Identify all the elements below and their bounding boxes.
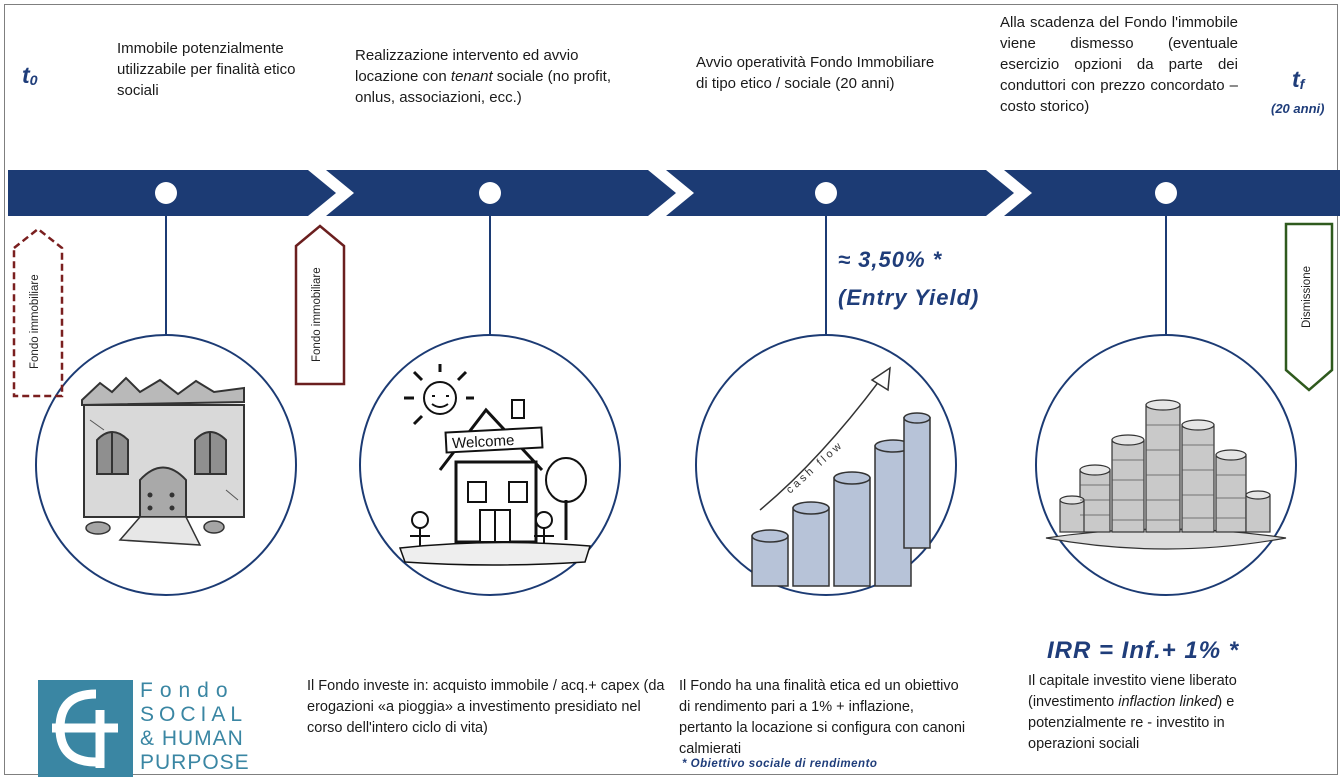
stage-3-outcome: Il Fondo ha una finalità etica ed un obi…	[679, 678, 966, 757]
stage-2-outcome: Il Fondo investe in: acquisto immobile /…	[307, 678, 665, 736]
start-time-label: t0	[22, 62, 38, 90]
logo-line-3: & HUMAN	[140, 727, 244, 750]
milestone-dot-4	[1155, 182, 1177, 204]
welcome-house-icon: Welcome	[398, 364, 591, 566]
milestone-dot-3	[815, 182, 837, 204]
stage-4-description: Alla scadenza del Fondo l'immobile viene…	[1000, 14, 1238, 115]
tag-solid-shape	[294, 224, 346, 386]
stage-4-outcome: Il capitale investito viene liberato (in…	[1028, 673, 1237, 752]
timeline-arrow	[8, 167, 1340, 219]
ruined-building-icon	[81, 376, 245, 546]
milestone-dot-2	[479, 182, 501, 204]
stage-1-description: Immobile potenzialmente utilizzabile per…	[117, 40, 296, 99]
tag-green-shape	[1284, 222, 1334, 392]
milestone-dot-1	[155, 182, 177, 204]
tag-dashed-label: Fondo immobiliare	[29, 274, 41, 370]
tag-dashed-shape	[12, 227, 64, 398]
irr-metric: IRR = Inf.+ 1% *	[1047, 637, 1240, 664]
fondo-logo-mark	[38, 680, 133, 777]
cash-flow-chart-icon	[751, 366, 931, 587]
logo-symbol-icon	[52, 689, 118, 768]
logo-line-1: Fondo	[140, 679, 235, 702]
tag-solid-label: Fondo immobiliare	[311, 267, 323, 363]
svg-text:Welcome: Welcome	[452, 432, 515, 452]
tag-green-label: Dismissione	[1301, 266, 1313, 328]
timeline-segment-3	[666, 170, 1014, 216]
end-time-note: (20 anni)	[1271, 101, 1325, 116]
logo-line-2: SOCIAL	[140, 703, 248, 726]
end-time-label: tf	[1292, 66, 1305, 94]
stage-3-description: Avvio operatività Fondo Immobiliare di t…	[696, 54, 935, 92]
entry-yield-metric: ≈ 3,50% * (Entry Yield)	[838, 247, 980, 310]
social-return-note: * Obiettivo sociale di rendimento	[682, 758, 878, 770]
coin-stacks-icon	[1045, 399, 1287, 550]
stage-2-description: Realizzazione intervento ed avvio locazi…	[355, 47, 612, 106]
slide-frame	[4, 4, 1338, 775]
logo-line-4: PURPOSE	[140, 751, 250, 774]
